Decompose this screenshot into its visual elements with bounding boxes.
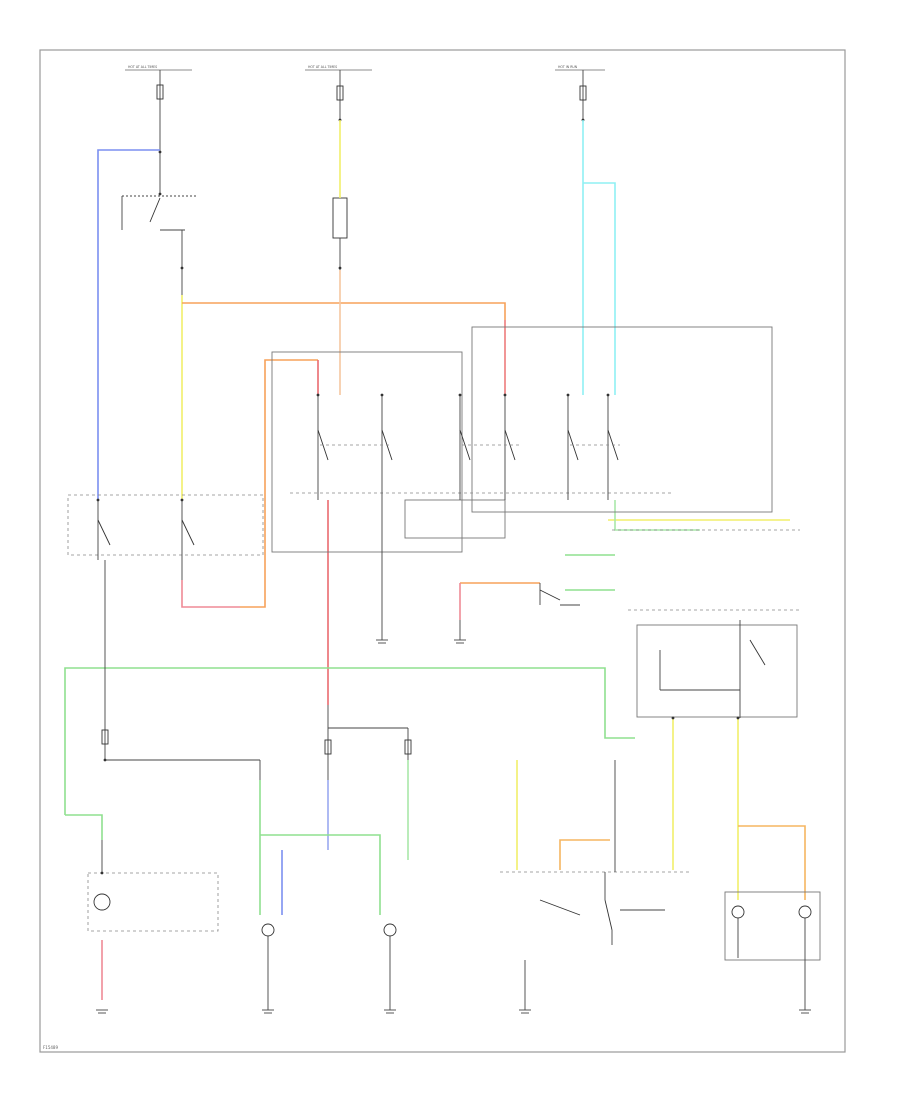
lower-left-module: [87, 872, 219, 932]
resistor-block: [332, 197, 348, 239]
switch-module-right: [636, 624, 798, 718]
wire-peach-mid: [559, 839, 610, 870]
bottom-switch-cluster: [500, 760, 690, 1010]
fuse-column-3: [579, 70, 587, 122]
wire-lightgreen-switch: [614, 500, 700, 531]
wire-blue-left: [97, 149, 160, 500]
module-switches: [316, 393, 620, 580]
module-inner-box-1: [404, 499, 506, 539]
wire-orange-left-loop: [240, 359, 318, 608]
bulb-right-box: [724, 891, 821, 961]
wire-green-cross: [260, 834, 381, 915]
wire-pink-left-loop: [181, 580, 240, 608]
grounds-bottom: [96, 1009, 811, 1014]
module-right-internals: [659, 620, 766, 720]
bus-label-3: HOT IN RUN: [558, 65, 578, 69]
wire-green-loop: [64, 667, 635, 815]
switch-module-box-right: [471, 326, 773, 513]
bulb-right-2: [798, 905, 812, 958]
bus-label-2: HOT AT ALL TIMES: [308, 65, 337, 69]
wire-green-left-drop: [65, 814, 103, 840]
relay-box-left: [67, 494, 264, 556]
switch-module-box: [271, 351, 463, 553]
switch-relay-mid: [539, 583, 580, 606]
wire-orange-top: [182, 302, 506, 395]
bus-label-1: HOT AT ALL TIMES: [128, 65, 157, 69]
lower-left-module-internals: [93, 840, 111, 911]
bulb-left: [261, 923, 275, 1010]
ground-upper: [376, 580, 466, 644]
bulb-center: [383, 923, 397, 1010]
bulb-right-1: [731, 905, 745, 958]
fuse-column-1: [121, 70, 198, 295]
diagram-frame: [39, 49, 846, 1053]
lower-fuse-column: [101, 700, 412, 780]
wire-peach-right: [738, 825, 806, 900]
footer-code: F15489: [43, 1045, 58, 1050]
relay-left-internals: [96, 498, 195, 700]
wire-cyan-branch: [583, 182, 616, 395]
